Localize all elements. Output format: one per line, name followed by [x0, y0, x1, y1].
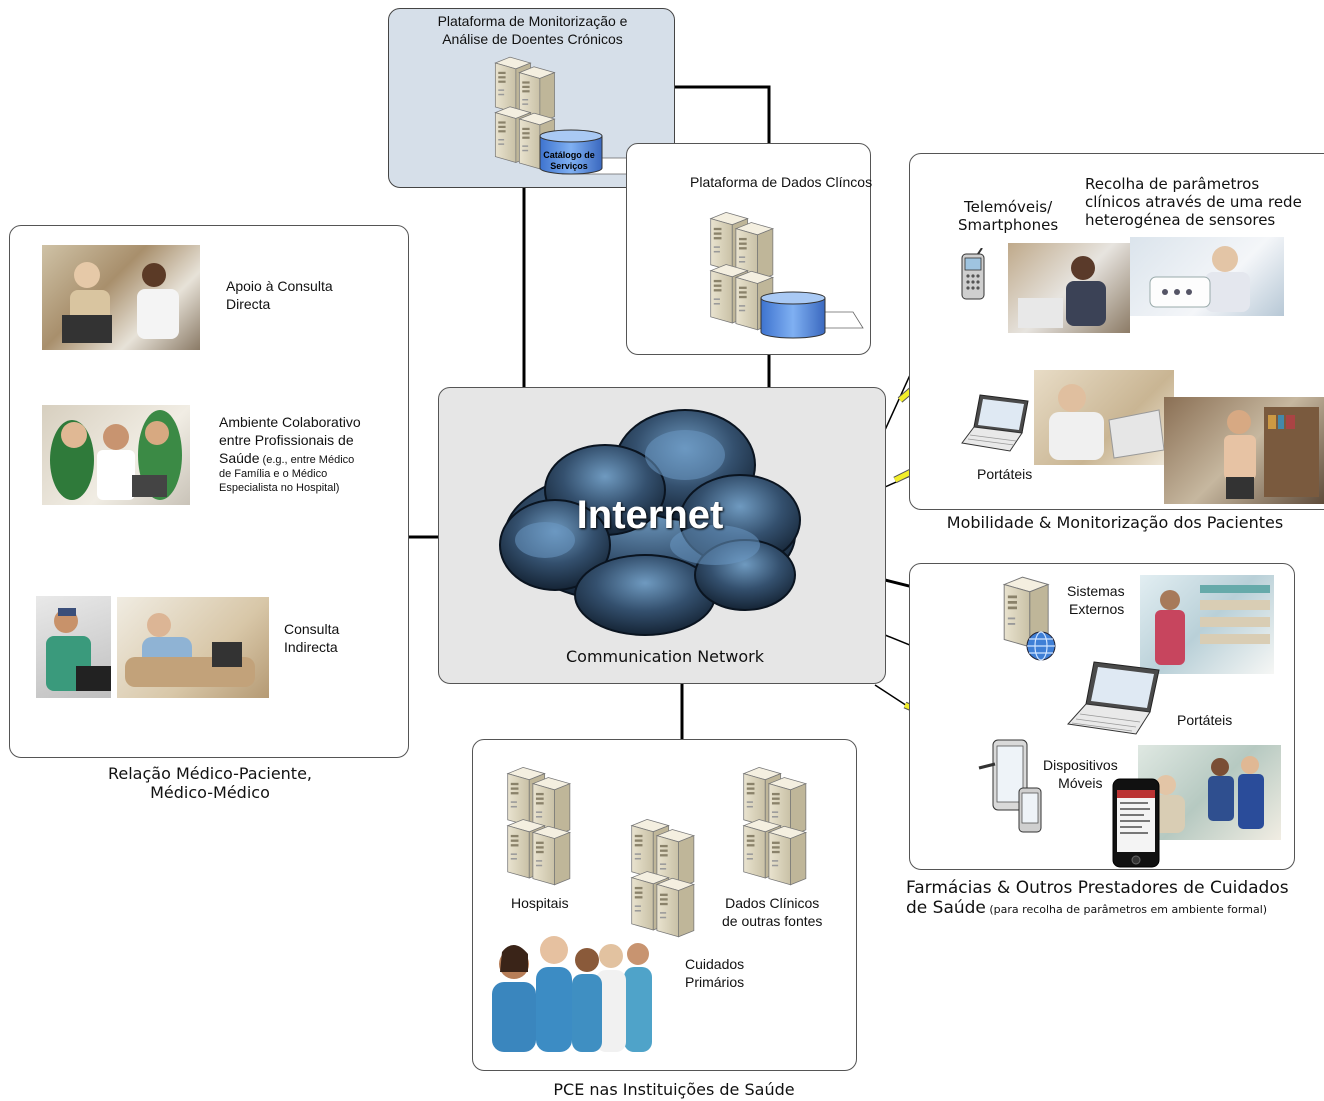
mobile-devices-label: Dispositivos Móveis	[1043, 757, 1118, 791]
other-sources-label: Dados Clínicos de outras fontes	[722, 895, 823, 929]
server-stack-icon	[736, 758, 820, 890]
elderly-laptop-photo	[117, 597, 269, 698]
monitoring-platform-title: Plataforma de Monitorização e Análise de…	[437, 13, 628, 47]
collaboration-label: Ambiente Colaborativo entre Profissionai…	[219, 414, 361, 494]
collaboration-photo	[42, 405, 190, 505]
direct-consult-label: Apoio à Consulta Directa	[226, 278, 333, 312]
health-professionals-photo	[484, 932, 670, 1052]
mobility-laptops-label: Portáteis	[977, 466, 1033, 482]
pharmacy-photo	[1140, 575, 1274, 674]
communication-network-label: Communication Network	[566, 647, 764, 666]
clinical-platform-title: Plataforma de Dados Clíncos	[690, 174, 873, 190]
smartphones-label: Telemóveis/ Smartphones	[958, 198, 1059, 234]
institutions-caption: PCE nas Instituições de Saúde	[553, 1080, 795, 1099]
elderly-phone-photo	[1130, 237, 1284, 316]
tablet-device-icon	[978, 739, 1042, 833]
laptop-icon	[1067, 661, 1160, 735]
server-stack-icon	[624, 810, 708, 942]
mobility-caption: Mobilidade & Monitorização dos Pacientes	[946, 513, 1284, 532]
sensors-label: Recolha de parâmetros clínicos através d…	[1085, 175, 1302, 229]
smartphone-icon	[1112, 778, 1160, 868]
indirect-consult-label: Consulta Indirecta	[284, 621, 340, 655]
database-icon	[760, 291, 864, 339]
sensor-monitoring-photo	[1008, 243, 1130, 333]
external-system-server-icon	[1003, 576, 1056, 661]
laptop-icon	[961, 394, 1029, 452]
internet-cloud-icon	[499, 409, 801, 636]
catalog-label: Catálogo de Serviços	[543, 150, 595, 171]
hospitals-label: Hospitais	[511, 895, 569, 911]
primary-care-label: Cuidados Primários	[685, 956, 745, 990]
external-systems-label: Sistemas Externos	[1067, 583, 1125, 617]
home-monitoring-photo	[1164, 397, 1324, 504]
cellphone-icon	[961, 248, 985, 300]
elderly-laptop-photo-2	[1034, 370, 1174, 465]
server-stack-icon	[500, 758, 584, 890]
consultation-photo	[42, 245, 200, 350]
doctor-laptop-photo	[36, 596, 111, 698]
pharmacies-caption: Farmácias & Outros Prestadores de Cuidad…	[906, 878, 1289, 918]
doctor-relation-caption: Relação Médico-Paciente, Médico-Médico	[107, 764, 313, 802]
internet-label: Internet	[576, 493, 724, 537]
care-home-photo	[1138, 745, 1281, 840]
pharmacy-laptops-label: Portáteis	[1177, 712, 1233, 728]
